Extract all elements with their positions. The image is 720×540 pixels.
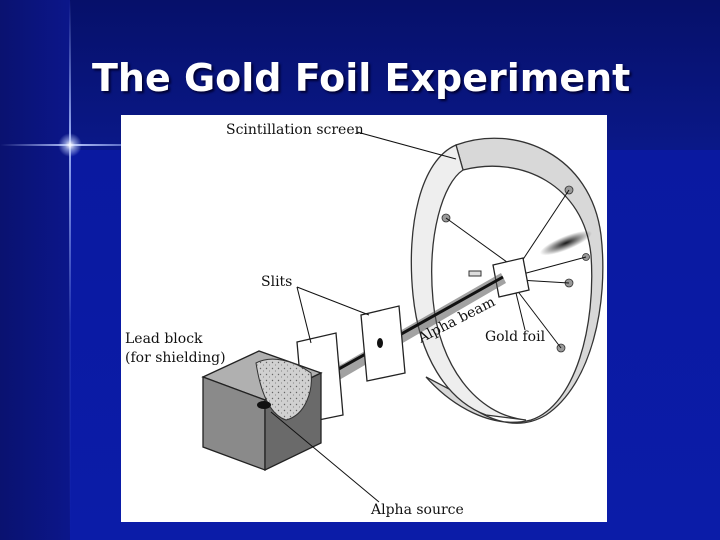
label-for-shielding: (for shielding) <box>125 350 226 366</box>
screen-back-band <box>425 137 604 424</box>
lead-block <box>201 350 323 472</box>
diagram-figure: Scintillation screen Slits Lead block (f… <box>121 115 607 522</box>
beam-exit-glow <box>539 230 593 256</box>
scintillation-screen <box>410 137 604 424</box>
label-slits: Slits <box>261 274 292 290</box>
alpha-source-dot <box>257 401 271 409</box>
leader-lines <box>270 131 526 503</box>
screen-front-band <box>410 144 527 421</box>
slit-hole <box>377 338 383 348</box>
label-scintillation-screen: Scintillation screen <box>226 122 364 138</box>
slide-title: The Gold Foil Experiment <box>92 56 631 100</box>
label-gold-foil: Gold foil <box>485 329 546 345</box>
gold-foil <box>468 257 530 298</box>
scattering-paths <box>445 189 587 349</box>
sparkle-icon <box>58 133 82 157</box>
gold-foil-diagram: Scintillation screen Slits Lead block (f… <box>125 122 604 518</box>
slide-left-strip <box>0 0 70 540</box>
label-alpha-source: Alpha source <box>370 502 464 518</box>
label-lead-block: Lead block <box>125 331 203 347</box>
decorative-vertical-line <box>69 0 71 540</box>
slit-plate-2 <box>360 305 406 382</box>
